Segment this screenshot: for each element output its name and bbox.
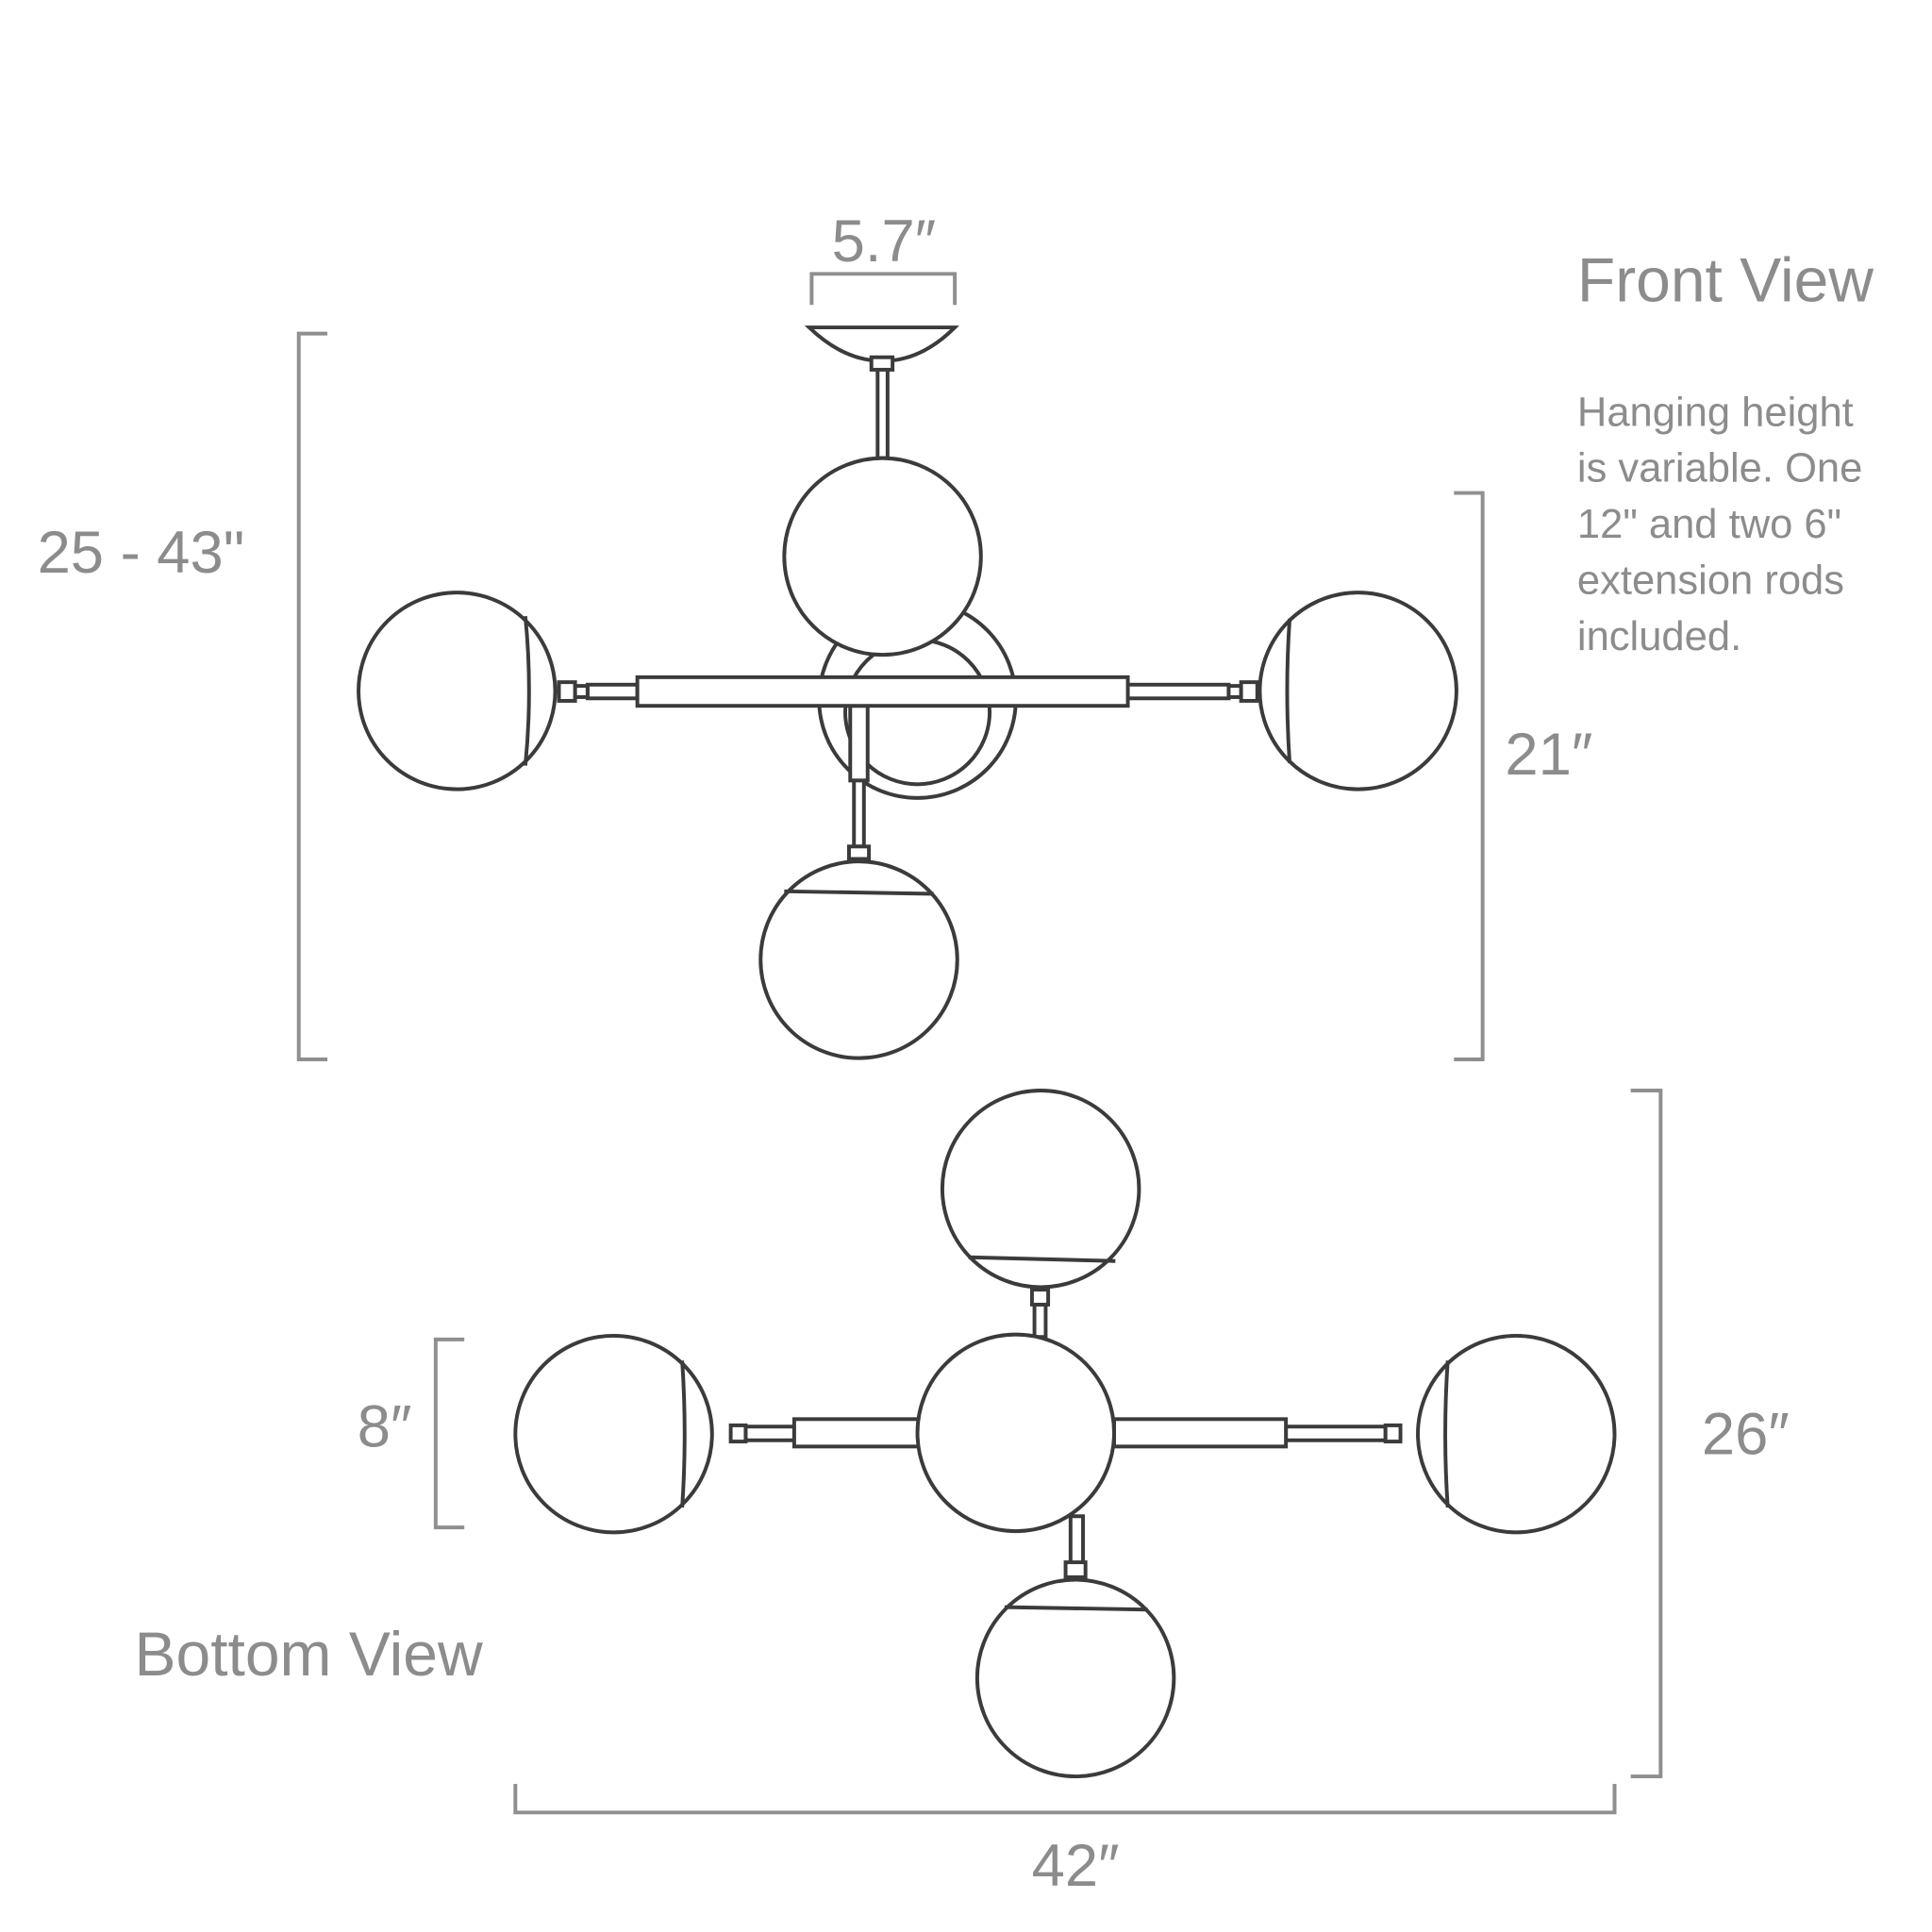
hanging-height-bracket [296,331,328,1061]
stem-coupler [869,355,895,372]
bottom-arm-coupler [1063,1560,1088,1579]
right-globe-cap-line [1443,1360,1450,1508]
bottom-view-title: Bottom View [135,1619,483,1689]
note-line: included. [1577,614,1741,659]
left-rod [743,1424,796,1442]
globe-diameter-bracket [433,1337,465,1530]
center-globe [915,1332,1117,1534]
depth-label: 26″ [1702,1401,1790,1467]
front-view-title: Front View [1577,244,1874,314]
hanging-height-label: 25 - 43" [38,520,245,586]
left-bar [791,1417,921,1449]
note-line: 12" and two 6" [1577,502,1841,547]
right-coupler [1383,1423,1403,1444]
right-globe [1416,1333,1617,1535]
left-globe-cap-line [680,1360,687,1508]
right-rod [1125,682,1231,701]
right-bar [1112,1417,1289,1449]
stem [875,366,890,460]
left-globe-cap-line [523,615,531,766]
depth-bracket [1630,1088,1663,1779]
globe-diameter-label: 8″ [358,1393,412,1459]
bottom-globe [974,1577,1176,1779]
body-height-bracket [1454,491,1485,1061]
down-rod [852,778,866,849]
left-globe [357,591,558,791]
width-bracket [513,1783,1617,1815]
right-globe-cap-line [1285,618,1292,764]
width-label: 42″ [1032,1833,1120,1899]
right-globe [1257,591,1458,791]
bottom-globe-cap-line [1004,1605,1148,1612]
top-arm-rod [1032,1302,1048,1340]
note-line: is variable. One [1577,446,1862,491]
bottom-arm-rod [1068,1514,1086,1566]
top-globe [782,456,983,658]
front-view-drawing [296,272,1485,1061]
note-line: Hanging height [1577,390,1854,435]
bottom-globe-cap-line [784,889,934,896]
left-coupler [728,1423,748,1444]
down-coupler [846,844,872,861]
canopy-width-bracket [809,272,958,306]
canopy-width-label: 5.7″ [832,208,936,275]
top-globe-cap-line [968,1255,1116,1263]
note-line: extension rods [1577,558,1844,603]
right-coupler [1239,680,1259,703]
right-rod [1284,1424,1388,1442]
left-rod-joint [573,684,590,699]
horizontal-bar [635,675,1130,708]
bottom-globe [758,859,959,1060]
left-rod [585,682,640,701]
down-stem [848,704,870,783]
body-height-label: 21″ [1505,722,1592,788]
top-globe [940,1088,1141,1290]
left-coupler [557,680,577,703]
bottom-view-drawing [433,1088,1663,1815]
top-arm-coupler [1029,1288,1051,1307]
left-globe [513,1333,714,1535]
